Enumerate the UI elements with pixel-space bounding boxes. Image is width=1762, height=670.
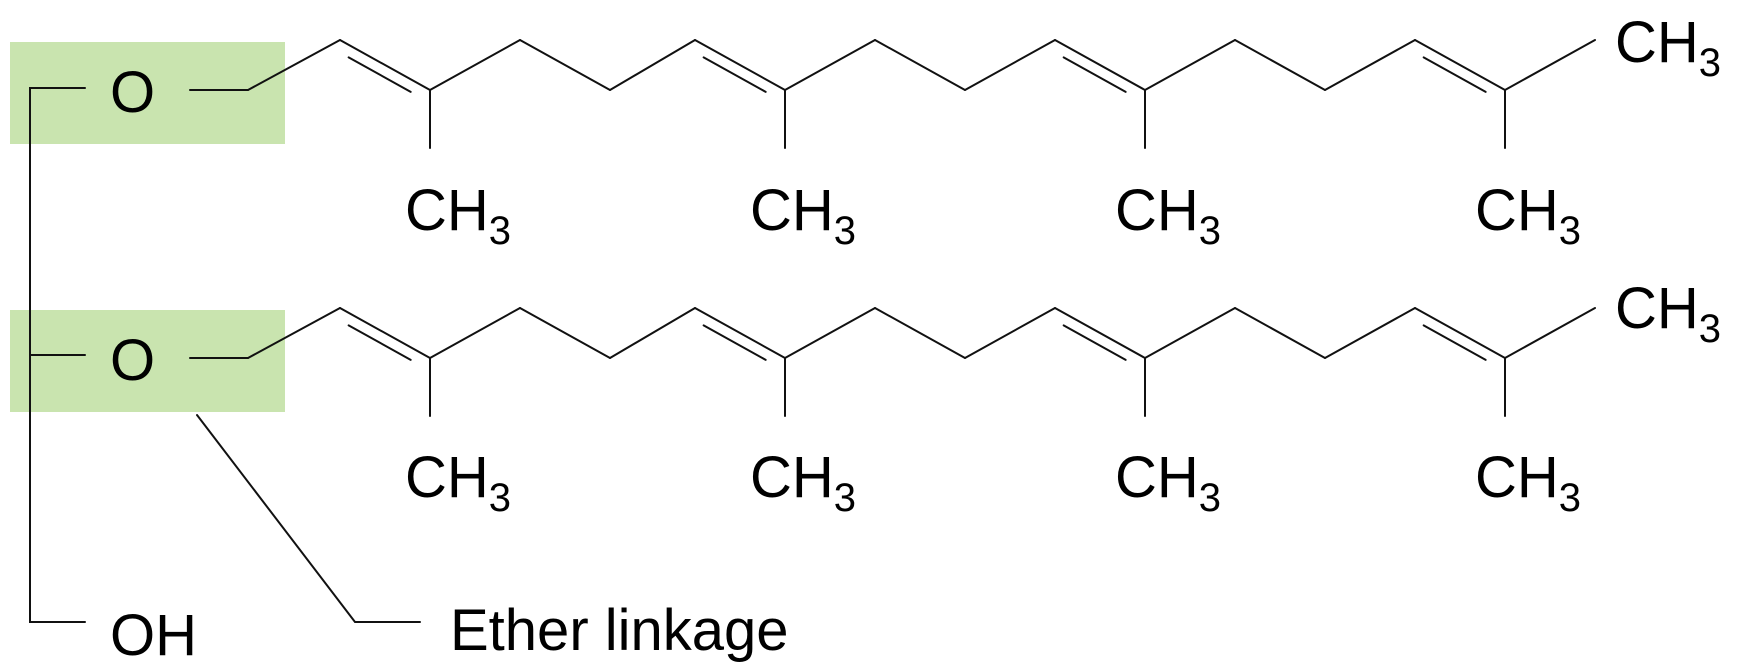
chain-bond: [1054, 39, 1146, 91]
chain-bond: [784, 307, 876, 359]
double-bond-inner: [1062, 56, 1127, 93]
chain-bond: [1414, 39, 1506, 91]
chain-bond: [429, 307, 521, 359]
chain-bond: [429, 39, 521, 91]
chain-bond: [609, 39, 696, 91]
glycerol-backbone: [29, 87, 86, 623]
double-bond-inner: [1422, 324, 1487, 361]
double-bond-inner: [1062, 324, 1127, 361]
methyl-label: CH3: [405, 445, 511, 520]
ether-linkage-leader: [196, 414, 421, 623]
ether-linkage-label: Ether linkage: [450, 598, 789, 663]
ether-oxygen-bottom: O: [110, 328, 155, 393]
ether-oxygen-top: O: [110, 60, 155, 125]
chain-bond: [1414, 307, 1506, 359]
hydroxyl-label: OH: [110, 603, 197, 668]
chain-bond: [964, 39, 1056, 91]
chain-bond: [339, 307, 431, 359]
methyl-label: CH3: [1615, 10, 1721, 85]
chain-bond: [519, 307, 611, 359]
double-bond-inner: [347, 56, 412, 93]
chain-bond: [1504, 39, 1596, 91]
chain-bond: [784, 39, 876, 91]
ether-highlight-bottom: [10, 310, 285, 412]
chain-bond: [694, 307, 786, 359]
chain-bond: [1324, 39, 1416, 91]
methyl-label: CH3: [1115, 445, 1221, 520]
methyl-label: CH3: [405, 178, 511, 253]
isoprenoid-chain-top: [247, 39, 1596, 149]
methyl-label: CH3: [750, 178, 856, 253]
double-bond-inner: [347, 324, 412, 361]
methyl-label: CH3: [1615, 276, 1721, 351]
chain-bond: [1144, 307, 1236, 359]
methyl-label: CH3: [1475, 178, 1581, 253]
chain-bond: [1054, 307, 1146, 359]
chain-bond: [1324, 307, 1416, 359]
double-bond-inner: [702, 324, 767, 361]
methyl-label: CH3: [750, 445, 856, 520]
isoprenoid-chain-bottom: [247, 307, 1596, 417]
chain-bond: [339, 39, 431, 91]
chain-bond: [874, 39, 966, 91]
methyl-label: CH3: [1475, 445, 1581, 520]
chain-bond: [874, 307, 966, 359]
double-bond-inner: [1422, 56, 1487, 93]
chain-bond: [247, 307, 341, 359]
chain-bond: [1144, 39, 1236, 91]
chain-bond: [247, 39, 341, 91]
chain-bond: [609, 307, 696, 359]
chain-bond: [964, 307, 1056, 359]
chain-bond: [1234, 39, 1326, 91]
chain-bond: [1234, 307, 1326, 359]
double-bond-inner: [702, 56, 767, 93]
methyl-label: CH3: [1115, 178, 1221, 253]
ether-highlight-top: [10, 42, 285, 144]
chain-bond: [1504, 307, 1596, 359]
chain-bond: [519, 39, 611, 91]
chain-bond: [694, 39, 786, 91]
